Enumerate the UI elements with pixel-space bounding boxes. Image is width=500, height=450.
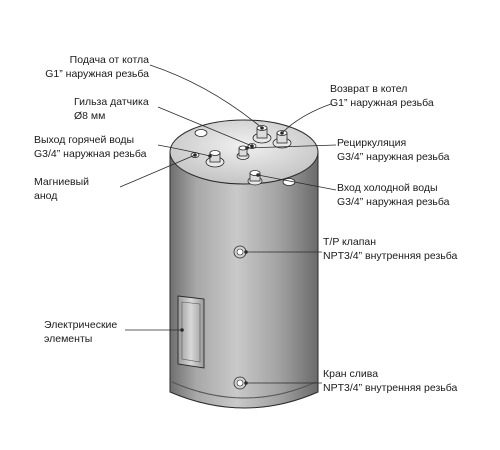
drain-valve-port: [233, 376, 247, 390]
supply-from-boiler-title: Подача от котла: [70, 54, 149, 66]
recirculation-fitting: [236, 145, 250, 160]
cold-water-inlet-title: Вход холодной воды: [337, 182, 438, 194]
plug-left: [194, 129, 208, 137]
hot-water-outlet-title: Выход горячей воды: [34, 134, 134, 146]
tp-valve-thread: NPT3/4” внутренняя резьба: [323, 250, 458, 262]
tp-valve-title: T/P клапан: [323, 236, 376, 248]
drain-valve-title: Кран слива: [323, 368, 378, 380]
label-sensor-sleeve: Гильза датчика Ø8 мм: [74, 96, 149, 122]
electric-elements-title-line2: элементы: [44, 333, 92, 345]
magnesium-anode-title-line2: анод: [34, 190, 57, 202]
recirculation-title: Рециркуляция: [337, 137, 406, 149]
electric-element-cover: [177, 295, 205, 369]
supply-from-boiler-fitting: [252, 125, 272, 144]
return-to-boiler-thread: G1” наружная резьба: [330, 97, 434, 109]
hot-water-outlet-thread: G3/4” наружная резьба: [34, 148, 147, 160]
leader-lines: [119, 64, 337, 385]
sensor-sleeve-diameter: Ø8 мм: [74, 110, 105, 122]
electric-elements-title: Электрические: [44, 319, 117, 331]
supply-from-boiler-thread: G1” наружная резьба: [45, 68, 149, 80]
tank-base-rim: [171, 381, 317, 399]
label-supply-from-boiler: Подача от котла G1” наружная резьба: [45, 54, 149, 80]
tank-body: [169, 151, 319, 409]
drain-valve-thread: NPT3/4” внутренняя резьба: [323, 382, 458, 394]
label-magnesium-anode: Магниевый анод: [34, 176, 89, 202]
label-cold-water-inlet: Вход холодной воды G3/4” наружная резьба: [337, 182, 450, 208]
label-return-to-boiler: Возврат в котел G1” наружная резьба: [330, 83, 434, 109]
return-to-boiler-title: Возврат в котел: [330, 83, 407, 95]
top-fittings: [190, 125, 296, 186]
label-drain-valve: Кран слива NPT3/4” внутренняя резьба: [323, 368, 458, 394]
recirculation-thread: G3/4” наружная резьба: [337, 151, 450, 163]
tp-valve-port: [233, 245, 247, 259]
label-tp-valve: T/P клапан NPT3/4” внутренняя резьба: [323, 236, 458, 262]
sensor-sleeve-title: Гильза датчика: [74, 96, 149, 108]
cold-water-inlet-thread: G3/4” наружная резьба: [337, 196, 450, 208]
cold-water-inlet-fitting: [247, 170, 263, 186]
magnesium-anode-title: Магниевый: [34, 176, 89, 188]
return-to-boiler-fitting: [272, 130, 292, 149]
label-electric-elements: Электрические элементы: [44, 319, 117, 345]
label-hot-water-outlet: Выход горячей воды G3/4” наружная резьба: [34, 134, 147, 160]
hot-water-outlet-fitting: [205, 150, 225, 168]
label-recirculation: Рециркуляция G3/4” наружная резьба: [337, 137, 450, 163]
